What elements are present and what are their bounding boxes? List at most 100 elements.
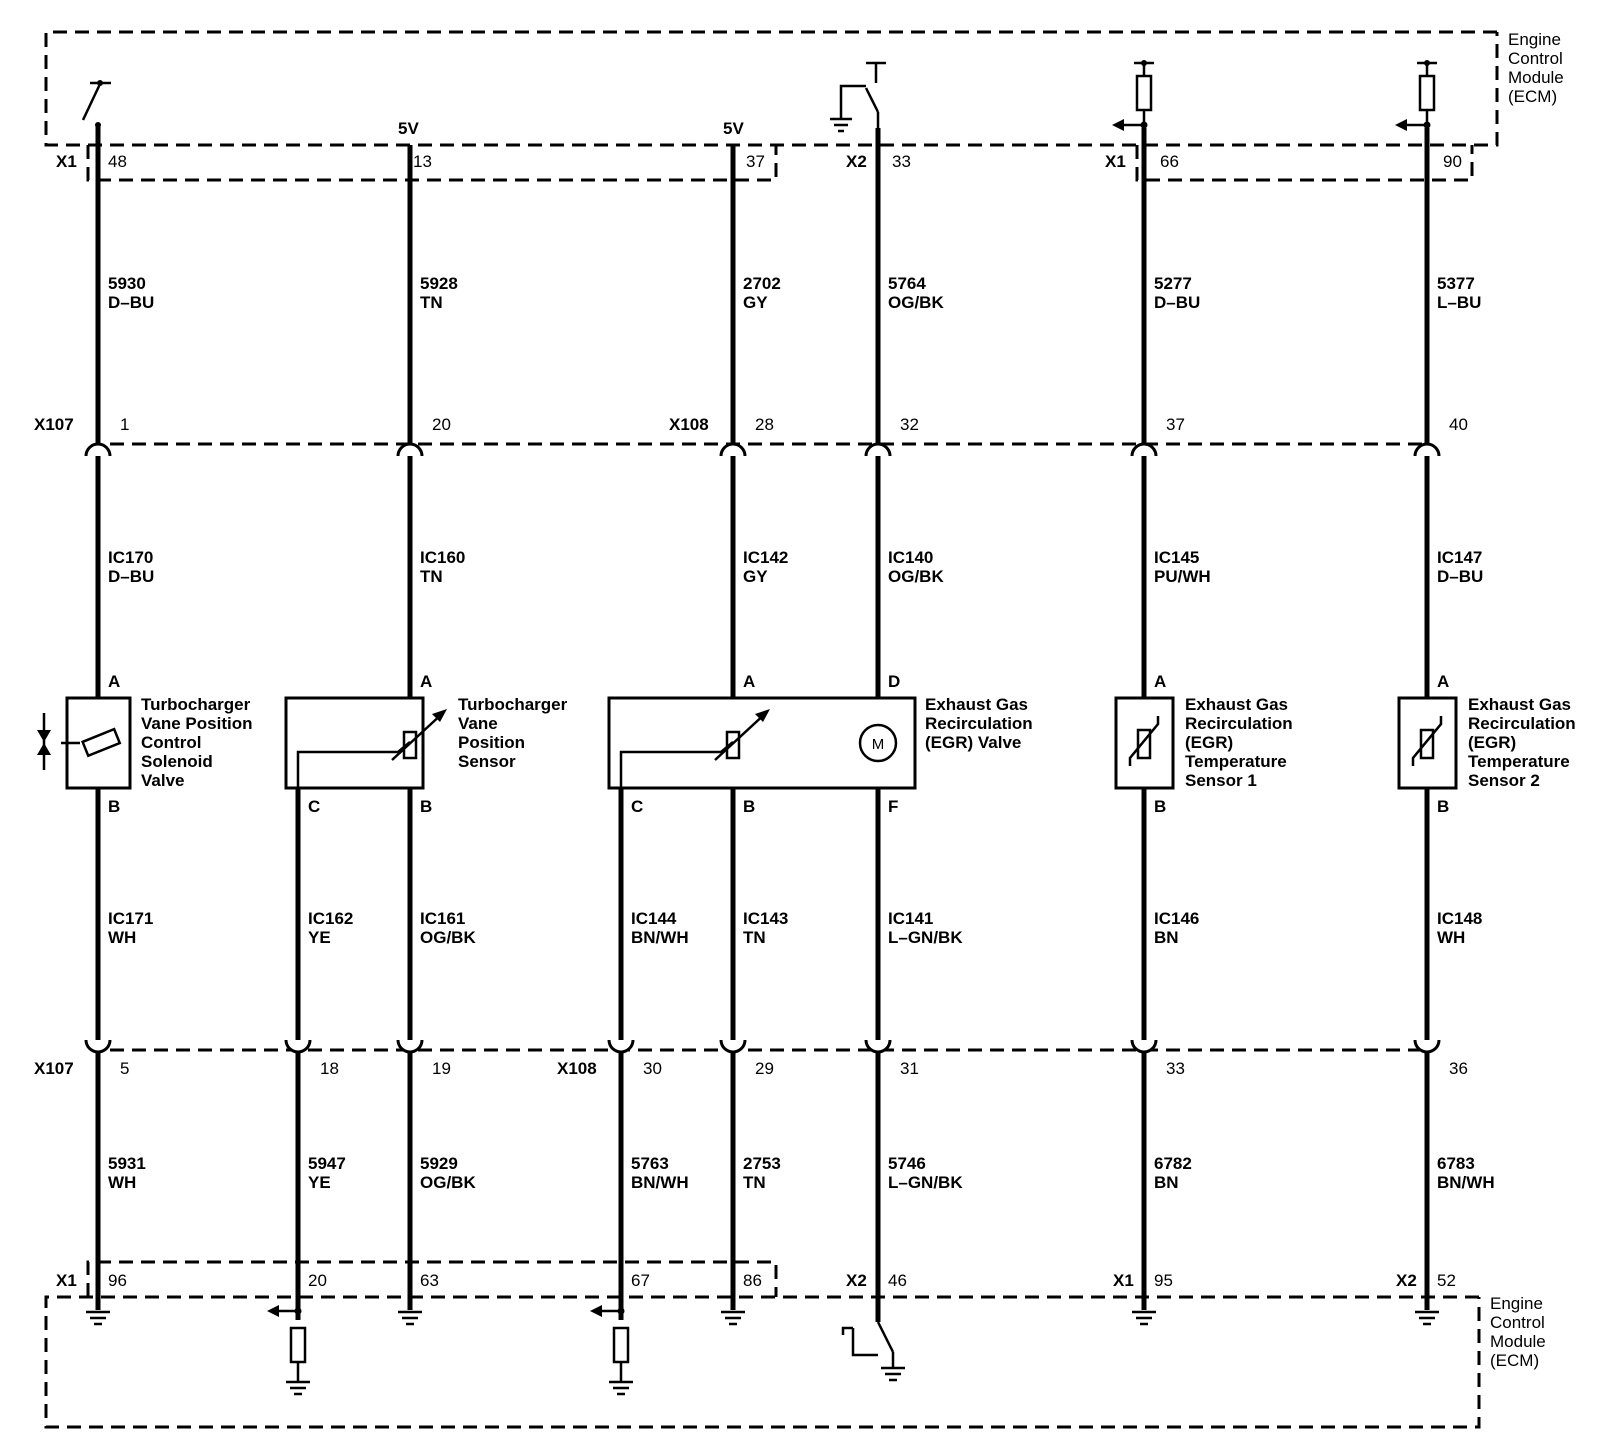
egr-temp-sensor-2-label: Exhaust Gas Recirculation (EGR) Temperat…: [1468, 695, 1576, 790]
svg-text:BN/WH: BN/WH: [1437, 1173, 1495, 1192]
ecm-connector-bottom-x1: [86, 1260, 778, 1297]
svg-text:96: 96: [108, 1271, 127, 1290]
svg-text:Temperature: Temperature: [1185, 752, 1287, 771]
svg-text:Module: Module: [1508, 68, 1564, 87]
svg-text:30: 30: [643, 1059, 662, 1078]
svg-text:6782: 6782: [1154, 1154, 1192, 1173]
svg-text:IC140: IC140: [888, 548, 933, 567]
svg-text:L–GN/BK: L–GN/BK: [888, 928, 963, 947]
svg-text:Valve: Valve: [141, 771, 185, 790]
svg-text:TN: TN: [420, 567, 443, 586]
svg-text:(EGR): (EGR): [1468, 733, 1516, 752]
svg-text:90: 90: [1443, 152, 1462, 171]
svg-text:IC141: IC141: [888, 909, 933, 928]
svg-text:33: 33: [1166, 1059, 1185, 1078]
svg-text:Sensor: Sensor: [458, 752, 516, 771]
upper-circuit-labels: 5930 D–BU 5928 TN 2702 GY 5764 OG/BK 527…: [108, 274, 1481, 312]
svg-text:31: 31: [900, 1059, 919, 1078]
svg-text:1: 1: [120, 415, 129, 434]
svg-text:Engine: Engine: [1508, 30, 1561, 49]
connector-x2-label: X2: [846, 152, 867, 171]
svg-text:63: 63: [420, 1271, 439, 1290]
svg-text:Recirculation: Recirculation: [1185, 714, 1293, 733]
svg-text:IC170: IC170: [108, 548, 153, 567]
connector-x108-label: X108: [669, 415, 709, 434]
motor-icon: [858, 723, 898, 763]
svg-text:46: 46: [888, 1271, 907, 1290]
valve-icon: [37, 713, 51, 770]
connector-x1-label: X1: [56, 152, 77, 171]
svg-text:32: 32: [900, 415, 919, 434]
svg-text:A: A: [1154, 672, 1166, 691]
svg-text:IC143: IC143: [743, 909, 788, 928]
svg-text:PU/WH: PU/WH: [1154, 567, 1211, 586]
supply-5v-label: 5V: [723, 119, 744, 138]
svg-text:B: B: [1437, 797, 1449, 816]
ground-icon: [1132, 1310, 1156, 1326]
vane-sensor-label: Turbocharger Vane Position Sensor: [458, 695, 568, 771]
connector-x108-label: X108: [557, 1059, 597, 1078]
svg-text:2702: 2702: [743, 274, 781, 293]
svg-text:F: F: [888, 797, 898, 816]
egr-temp-sensor-2-component: A B: [1397, 672, 1458, 816]
svg-text:D: D: [888, 672, 900, 691]
svg-text:Exhaust Gas: Exhaust Gas: [1468, 695, 1571, 714]
svg-text:Position: Position: [458, 733, 525, 752]
svg-text:5930: 5930: [108, 274, 146, 293]
svg-text:YE: YE: [308, 1173, 331, 1192]
svg-text:95: 95: [1154, 1271, 1173, 1290]
svg-text:IC146: IC146: [1154, 909, 1199, 928]
svg-text:D–BU: D–BU: [1437, 567, 1483, 586]
svg-text:OG/BK: OG/BK: [888, 567, 944, 586]
svg-text:D–BU: D–BU: [1154, 293, 1200, 312]
connector-x1-label: X1: [1113, 1271, 1134, 1290]
svg-text:BN: BN: [1154, 928, 1179, 947]
svg-text:B: B: [743, 797, 755, 816]
ecm-bottom-pin-labels: 96 20 63 67 86 46 95 52: [108, 1271, 1456, 1290]
svg-text:67: 67: [631, 1271, 650, 1290]
svg-text:BN/WH: BN/WH: [631, 1173, 689, 1192]
ecm-resistor-pullup-66: [1112, 60, 1154, 131]
svg-text:IC160: IC160: [420, 548, 465, 567]
svg-text:20: 20: [308, 1271, 327, 1290]
svg-text:IC145: IC145: [1154, 548, 1199, 567]
ecm-label-bottom: Engine Control Module (ECM): [1490, 1294, 1546, 1370]
ecm-grounded-switch-33: [830, 61, 886, 133]
ecm-resistor-pulldown-20: [267, 1305, 310, 1396]
svg-text:M: M: [872, 736, 885, 753]
svg-text:5928: 5928: [420, 274, 458, 293]
harness-connector-upper-terminals: [84, 442, 1441, 457]
svg-text:Recirculation: Recirculation: [925, 714, 1033, 733]
svg-text:Recirculation: Recirculation: [1468, 714, 1576, 733]
svg-text:(ECM): (ECM): [1490, 1351, 1539, 1370]
svg-text:Engine: Engine: [1490, 1294, 1543, 1313]
supply-5v-label: 5V: [398, 119, 419, 138]
mid-lower-circuit-labels: IC171 WH IC162 YE IC161 OG/BK IC144 BN/W…: [108, 909, 1482, 947]
egr-valve-label: Exhaust Gas Recirculation (EGR) Valve: [925, 695, 1033, 752]
ecm-switch-symbol-48: [81, 80, 111, 128]
svg-text:5929: 5929: [420, 1154, 458, 1173]
ecm-label-top: Engine Control Module (ECM): [1508, 30, 1564, 106]
svg-text:5764: 5764: [888, 274, 926, 293]
svg-text:WH: WH: [108, 1173, 136, 1192]
svg-text:Vane: Vane: [458, 714, 498, 733]
svg-text:5947: 5947: [308, 1154, 346, 1173]
ground-icon: [1415, 1310, 1439, 1326]
svg-text:Exhaust Gas: Exhaust Gas: [925, 695, 1028, 714]
svg-text:Temperature: Temperature: [1468, 752, 1570, 771]
svg-text:L–BU: L–BU: [1437, 293, 1481, 312]
svg-text:BN/WH: BN/WH: [631, 928, 689, 947]
svg-text:IC171: IC171: [108, 909, 153, 928]
svg-text:Control: Control: [141, 733, 201, 752]
svg-text:6783: 6783: [1437, 1154, 1475, 1173]
svg-text:IC144: IC144: [631, 909, 677, 928]
svg-text:TN: TN: [743, 1173, 766, 1192]
svg-text:IC148: IC148: [1437, 909, 1482, 928]
svg-text:TN: TN: [420, 293, 443, 312]
svg-text:IC161: IC161: [420, 909, 465, 928]
svg-text:OG/BK: OG/BK: [420, 928, 476, 947]
svg-text:28: 28: [755, 415, 774, 434]
svg-text:37: 37: [1166, 415, 1185, 434]
svg-text:Sensor 1: Sensor 1: [1185, 771, 1257, 790]
